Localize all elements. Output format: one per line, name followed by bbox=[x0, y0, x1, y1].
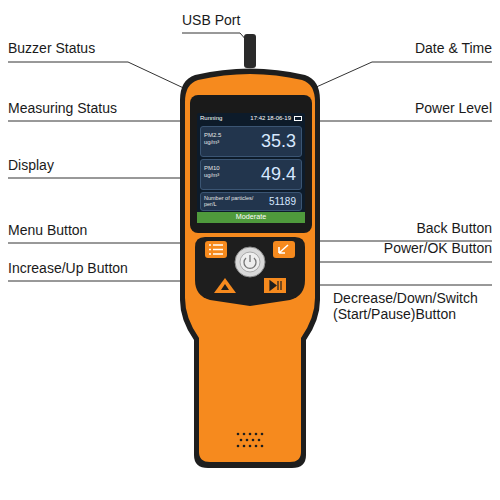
housing-outer bbox=[180, 69, 320, 469]
reading-label: PM2.5 ug/m³ bbox=[204, 132, 236, 146]
reading-label: PM10 ug/m³ bbox=[204, 165, 236, 179]
speaker-hole bbox=[237, 433, 240, 436]
menu-icon bbox=[209, 245, 223, 254]
leader-line bbox=[306, 121, 492, 122]
up-button bbox=[214, 278, 236, 293]
speaker-hole bbox=[261, 433, 264, 436]
speaker-hole bbox=[243, 445, 246, 448]
menu-icon-line bbox=[213, 244, 223, 246]
callout-label: Display bbox=[8, 157, 54, 173]
speaker-hole bbox=[240, 439, 243, 442]
speaker-hole bbox=[252, 439, 255, 442]
display-screen: Running 17:42 18-06-19PM2.5 ug/m³ 35.3PM10… bbox=[197, 113, 305, 223]
menu-icon-line bbox=[213, 253, 223, 255]
speaker-hole bbox=[246, 439, 249, 442]
menu-button bbox=[205, 241, 227, 258]
callout-label: Power/OK Button bbox=[384, 240, 492, 256]
reading-value: 51189 bbox=[269, 196, 296, 208]
measuring-status: Running bbox=[200, 115, 222, 122]
callout-label: Menu Button bbox=[8, 222, 87, 238]
leader-line bbox=[8, 121, 196, 122]
reading-panel: PM2.5 ug/m³ 35.3 bbox=[200, 126, 302, 157]
air-quality-band: Moderate bbox=[197, 212, 305, 223]
speaker-hole bbox=[237, 445, 240, 448]
leader-line bbox=[182, 33, 248, 42]
air-quality-level: Moderate bbox=[197, 213, 305, 221]
power-icon bbox=[244, 255, 256, 268]
reading-label: Number of particles/ per/L bbox=[204, 195, 256, 208]
callout-label: Decrease/Down/Switch (Start/Pause)Button bbox=[333, 290, 493, 322]
power-ok-button bbox=[235, 247, 265, 277]
start-pause-icon bbox=[270, 281, 281, 290]
reading-value: 35.3 bbox=[261, 131, 296, 152]
reading-panel: PM10 ug/m³ 49.4 bbox=[200, 159, 302, 190]
reading-value: 49.4 bbox=[261, 164, 296, 185]
menu-icon-line bbox=[213, 249, 223, 251]
power-ok-button-center bbox=[240, 252, 260, 272]
speaker-hole bbox=[255, 433, 258, 436]
callout-label: Buzzer Status bbox=[8, 40, 95, 56]
speaker-hole bbox=[249, 433, 252, 436]
callout-label: Back Button bbox=[417, 220, 493, 236]
speaker-grille bbox=[237, 433, 264, 448]
reading-panel: Number of particles/ per/L 51189 bbox=[200, 192, 302, 211]
callout-label: Measuring Status bbox=[8, 100, 117, 116]
date-time: 17:42 18-06-19 bbox=[250, 115, 291, 122]
housing-front bbox=[185, 74, 315, 462]
speaker-hole bbox=[249, 445, 252, 448]
menu-icon-line bbox=[209, 253, 211, 255]
callout-label: USB Port bbox=[182, 12, 240, 28]
callout-label: Date & Time bbox=[415, 40, 492, 56]
back-button bbox=[273, 241, 295, 258]
down-switch-button bbox=[264, 278, 286, 293]
speaker-hole bbox=[258, 439, 261, 442]
callout-label: Increase/Up Button bbox=[8, 260, 128, 276]
leader-line bbox=[8, 243, 205, 244]
menu-icon-line bbox=[209, 244, 211, 246]
speaker-hole bbox=[243, 433, 246, 436]
up-icon bbox=[221, 284, 229, 290]
back-icon bbox=[279, 245, 288, 253]
speaker-hole bbox=[261, 445, 264, 448]
leader-line bbox=[8, 178, 196, 179]
callout-label: Power Level bbox=[415, 100, 492, 116]
menu-icon-line bbox=[209, 249, 211, 251]
button-panel bbox=[195, 237, 305, 306]
usb-port bbox=[244, 34, 256, 68]
battery-icon bbox=[294, 116, 302, 121]
speaker-hole bbox=[255, 445, 258, 448]
screen-bezel bbox=[190, 95, 312, 233]
